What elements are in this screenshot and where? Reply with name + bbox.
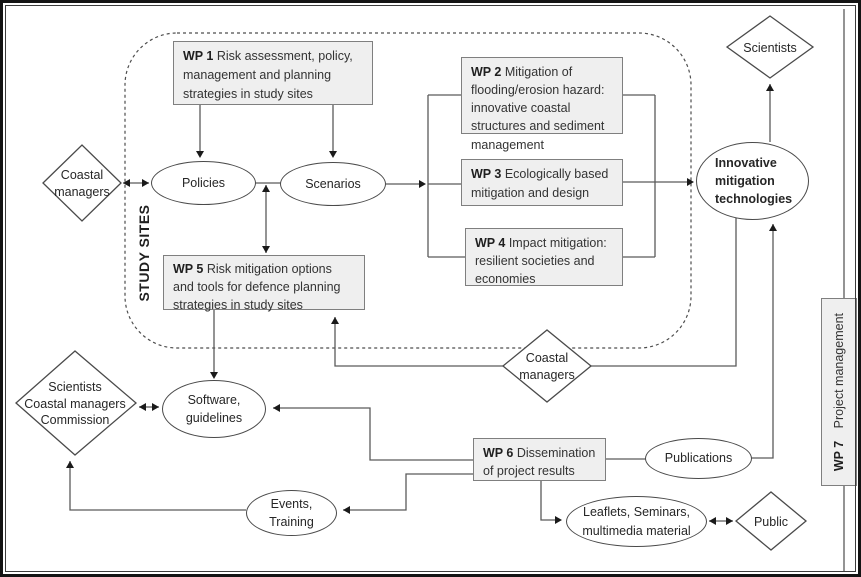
diamond-coastal-managers-left [42,144,122,222]
wp1-text: Risk assessment, policy, management and … [183,49,353,101]
wp6-id: WP 6 [483,446,514,460]
innovative-mitigation-ellipse: Innovative mitigation technologies [696,142,809,220]
stakeholders-label: Scientists Coastal managers Commission [24,380,126,427]
wp6-box: WP 6 Dissemination of project results [473,438,606,481]
events-training-ellipse: Events, Training [246,490,337,536]
scenarios-ellipse: Scenarios [280,162,386,206]
wp3-box: WP 3 Ecologically based mitigation and d… [461,159,623,206]
coastal-managers-left-label: Coastal managers [54,168,110,199]
software-guidelines-ellipse: Software, guidelines [162,380,266,438]
wp3-id: WP 3 [471,167,502,181]
bracket-left [427,94,465,258]
study-sites-boundary [124,32,692,349]
public-label: Public [753,515,789,529]
wp2-text: Mitigation of flooding/erosion hazard: i… [471,65,605,152]
publications-ellipse: Publications [645,438,752,479]
wp4-box: WP 4 Impact mitigation: resilient societ… [465,228,623,286]
wp5-text: Risk mitigation options and tools for de… [173,262,341,312]
wp4-id: WP 4 [475,236,506,250]
line-wp6-events [343,473,473,511]
wp7-id: WP 7 [832,440,846,472]
wp1-id: WP 1 [183,49,214,63]
diamond-stakeholders [15,350,138,456]
wp7-label: WP 7 Project management [832,313,846,471]
scientists-top-label: Scientists [743,41,797,55]
diamond-public [734,491,808,551]
line-wp6-leaflets [540,481,559,521]
wp7-box: WP 7 Project management [821,298,857,486]
wp6-text: Dissemination of project results [483,446,596,479]
wp2-id: WP 2 [471,65,502,79]
connector-layer [15,9,845,571]
wp7-text: Project management [832,312,846,429]
wp5-box: WP 5 Risk mitigation options and tools f… [163,255,365,312]
wp2-box: WP 2 Mitigation of flooding/erosion haza… [461,57,623,152]
diamond-coastal-managers-mid [501,329,593,403]
bracket-right [623,94,691,258]
leaflets-ellipse: Leaflets, Seminars, multimedia material [566,496,707,547]
wp4-text: Impact mitigation: resilient societies a… [475,236,607,287]
diamond-shapes [15,15,815,551]
wp5-id: WP 5 [173,262,204,276]
policies-ellipse: Policies [151,161,256,205]
line-wp6-software [273,407,473,461]
wp3-text: Ecologically based mitigation and design [471,167,609,200]
line-events-stakeholders [69,461,246,511]
line-publications-innovative [751,224,774,459]
study-sites-label: STUDY SITES [136,204,152,302]
wp1-box: WP 1 Risk assessment, policy, management… [173,41,373,105]
coastal-managers-mid-label: Coastal managers [519,351,575,382]
diamond-scientists-top [725,15,815,79]
arrowheads [66,84,777,525]
